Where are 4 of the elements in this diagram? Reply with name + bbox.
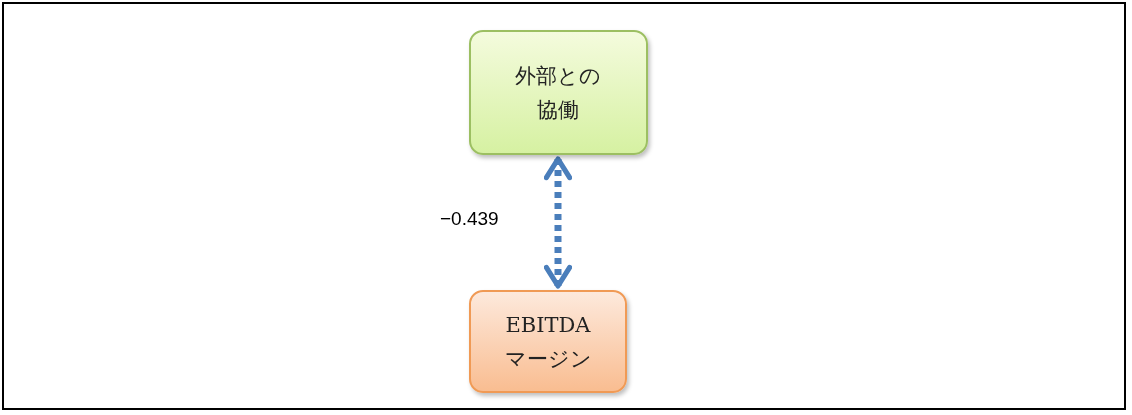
rounded-box bbox=[469, 290, 627, 393]
node-text: 外部との協働 bbox=[514, 62, 603, 124]
rounded-box bbox=[469, 30, 648, 155]
node-text: EBITDA マージン bbox=[503, 311, 593, 373]
